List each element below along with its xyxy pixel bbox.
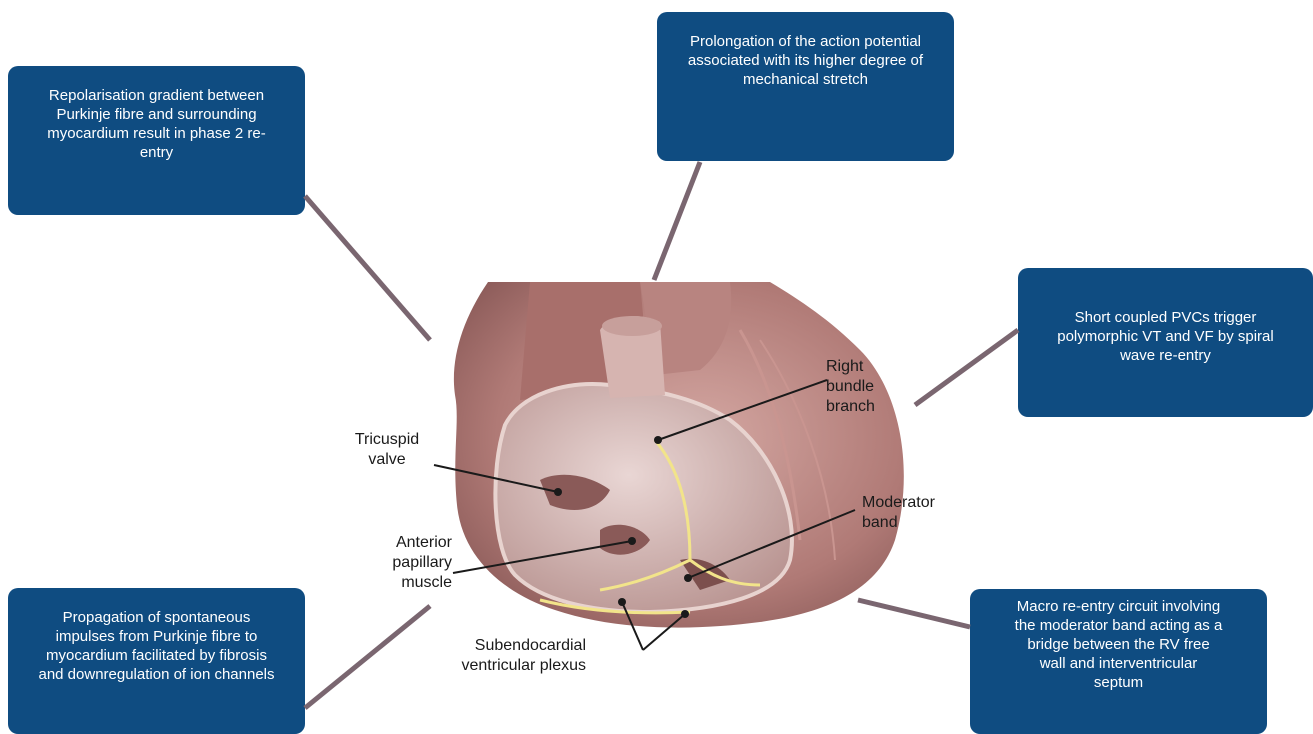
connector-right	[915, 330, 1018, 405]
label-moderator-band: Moderator band	[862, 493, 942, 533]
connector-top-left	[305, 196, 430, 340]
heart-illustration	[454, 282, 904, 628]
connector-bottom-right	[858, 600, 970, 627]
label-right-bundle-branch: Right bundle branch	[826, 357, 886, 417]
connector-top-center	[654, 162, 700, 280]
label-subendocardial-plexus: Subendocardial ventricular plexus	[436, 636, 586, 676]
label-anterior-papillary-muscle: Anterior papillary muscle	[366, 533, 452, 593]
label-tricuspid-valve: Tricuspid valve	[346, 430, 428, 470]
connector-bottom-left	[305, 606, 430, 708]
